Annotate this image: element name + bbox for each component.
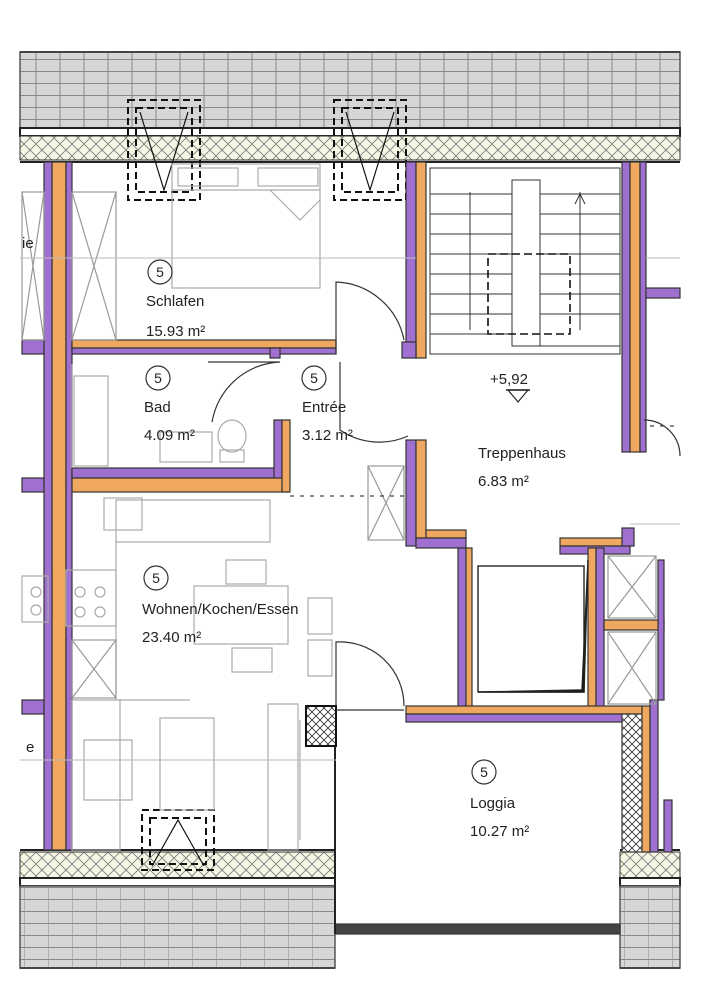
room-area-wohnen: 23.40 m² (142, 629, 201, 646)
room-number-markers (143, 259, 497, 785)
room-marker-wohnen (143, 565, 169, 591)
room-marker-entree (301, 365, 327, 391)
room-marker-schlafen (147, 259, 173, 285)
elevator (477, 559, 589, 693)
room-marker-bad (145, 365, 171, 391)
roof-top (19, 51, 681, 163)
room-area-loggia: 10.27 m² (470, 823, 529, 840)
room-area-treppenhaus: 6.83 m² (478, 473, 529, 490)
room-name-schlafen: Schlafen (146, 293, 204, 310)
room-marker-loggia (471, 759, 497, 785)
closets (21, 191, 657, 705)
room-area-bad: 4.09 m² (144, 427, 195, 444)
room-number-schlafen: 5 (156, 264, 164, 280)
staircase (429, 167, 621, 355)
walls (21, 161, 681, 935)
room-number-bad: 5 (154, 370, 162, 386)
room-name-entree: Entrée (302, 399, 346, 416)
room-area-entree: 3.12 m² (302, 427, 353, 444)
room-name-bad: Bad (144, 399, 171, 416)
edge-label-bottom: e (26, 739, 34, 756)
roof-bottom (19, 849, 681, 969)
level-marker-text: +5,92 (490, 371, 528, 388)
room-name-wohnen: Wohnen/Kochen/Essen (142, 601, 299, 618)
reference-lines (20, 257, 680, 761)
level-marker: +5,92 (490, 371, 530, 403)
edge-label-top: ie (22, 235, 34, 252)
room-number-loggia: 5 (480, 764, 488, 780)
room-name-loggia: Loggia (470, 795, 516, 812)
level-triangle-icon (506, 389, 530, 403)
room-number-wohnen: 5 (152, 570, 160, 586)
doors (208, 281, 681, 711)
room-area-schlafen: 15.93 m² (146, 323, 205, 340)
skylight-top-left (127, 99, 201, 201)
skylight-top-right (333, 99, 407, 201)
room-number-entree: 5 (310, 370, 318, 386)
room-name-treppenhaus: Treppenhaus (478, 445, 566, 462)
